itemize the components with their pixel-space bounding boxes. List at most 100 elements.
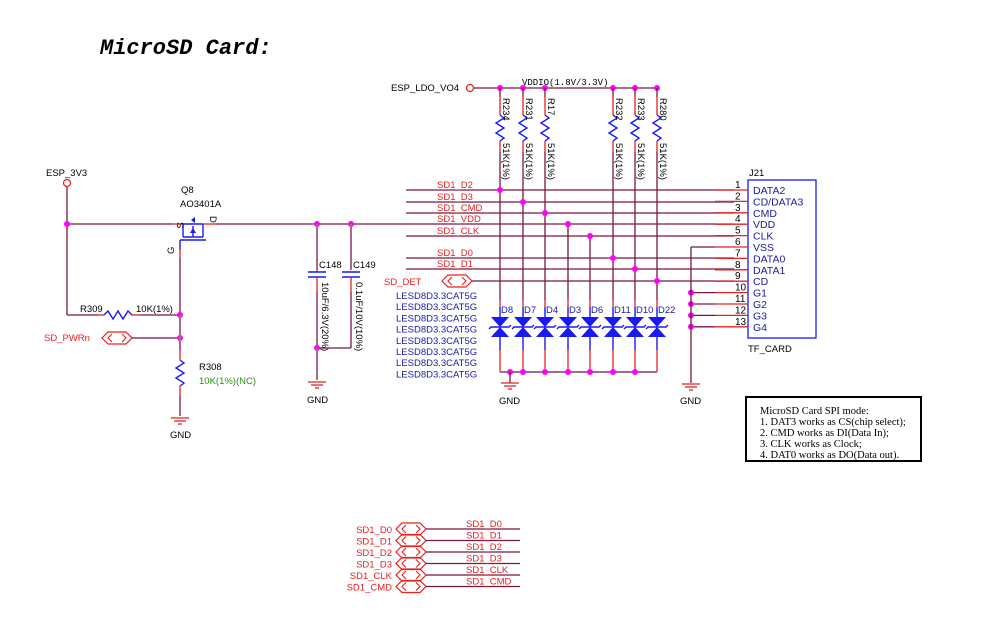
sd-pwrn-label: SD_PWRn xyxy=(44,333,90,344)
port-icon xyxy=(395,522,427,536)
gnd-label: GND xyxy=(499,396,520,407)
ground-icon xyxy=(681,383,701,391)
junction-dot xyxy=(542,210,548,216)
pin-number: 6 xyxy=(735,237,741,248)
net-label-sd1-vdd: SD1_VDD xyxy=(437,214,481,225)
power-port-icon xyxy=(465,83,475,93)
diode-part-label: LESD8D3.3CAT5G xyxy=(396,325,477,336)
pullup-value: 51K(1%) xyxy=(657,143,668,180)
pullup-section: ESP_LDO_VO4 VDDIO(1.8V/3.3V) xyxy=(391,78,657,94)
pullup-resistors: R23451K(1%)R23151K(1%)R1751K(1%)R23251K(… xyxy=(495,85,668,180)
junction-dot xyxy=(565,369,571,375)
pullup-ref: R233 xyxy=(635,98,646,121)
c149-ref: C149 xyxy=(353,260,376,271)
power-switch-section: ESP_3V3 Q8 AO3401A S D G xyxy=(44,168,256,441)
pin-name: VSS xyxy=(753,242,774,254)
pin-number: 8 xyxy=(735,260,741,271)
pullup-value: 51K(1%) xyxy=(635,143,646,180)
junction-dot xyxy=(587,233,593,239)
resistor-icon xyxy=(540,114,550,142)
note-line: MicroSD Card SPI mode: xyxy=(760,406,869,417)
net-label-sd1-d2: SD1_D2 xyxy=(437,180,473,191)
pullup-ref: R231 xyxy=(523,98,534,121)
port-map-left-label: SD1_D2 xyxy=(356,548,392,559)
tvs-diode-icon xyxy=(556,316,580,338)
diode-part-label: LESD8D3.3CAT5G xyxy=(396,302,477,313)
pin-name: G4 xyxy=(753,322,767,334)
diode-part-label: LESD8D3.3CAT5G xyxy=(396,358,477,369)
pullup-value: 51K(1%) xyxy=(613,143,624,180)
diode-part-label: LESD8D3.3CAT5G xyxy=(396,369,477,380)
junction-dot xyxy=(632,266,638,272)
gnd-label: GND xyxy=(680,396,701,407)
c148-ref: C148 xyxy=(319,260,342,271)
pullup-ref: R17 xyxy=(545,98,556,115)
resistor-icon xyxy=(103,309,133,321)
j21-ref: J21 xyxy=(749,168,764,179)
pin-number: 7 xyxy=(735,248,741,259)
tvs-diode-icon xyxy=(623,316,647,338)
vdd-line: C148 10uF/6.3V(20%) C149 0.1uF/10V(10%) … xyxy=(215,221,734,406)
junction-dot xyxy=(520,199,526,205)
resistor-icon xyxy=(175,359,185,387)
diode-part-label: LESD8D3.3CAT5G xyxy=(396,291,477,302)
q8-pin-d: D xyxy=(207,216,218,223)
port-map-left-label: SD1_D3 xyxy=(356,560,392,571)
pin-number: 13 xyxy=(735,317,747,328)
port-icon xyxy=(101,331,133,345)
port-icon xyxy=(395,579,427,594)
q8-pin-g: G xyxy=(166,247,177,254)
net-label-sd1-d0: SD1_D0 xyxy=(437,248,473,259)
gnd-label: GND xyxy=(170,430,191,441)
net-label-sd1-cmd: SD1_CMD xyxy=(437,203,483,214)
page-title: MicroSD Card: xyxy=(99,36,272,61)
q8-part: AO3401A xyxy=(180,199,222,210)
pullup-value: 51K(1%) xyxy=(500,143,511,180)
pin-name: DATA2 xyxy=(753,185,785,197)
pin-name: G3 xyxy=(753,310,767,322)
junction-dot xyxy=(565,221,571,227)
ground-icon xyxy=(307,381,327,389)
port-map-right-label: SD1_D0 xyxy=(466,519,502,530)
port-map-right-label: SD1_CLK xyxy=(466,565,509,576)
tvs-diode-icon xyxy=(488,316,512,338)
tvs-diode-icon xyxy=(601,316,625,338)
diode-part-list: LESD8D3.3CAT5GLESD8D3.3CAT5GLESD8D3.3CAT… xyxy=(396,291,477,380)
diode-part-label: LESD8D3.3CAT5G xyxy=(396,313,477,324)
junction-dot xyxy=(64,221,70,227)
mosfet-icon xyxy=(173,217,215,258)
port-map-left-label: SD1_CLK xyxy=(350,571,393,582)
pin-name: VDD xyxy=(753,219,776,231)
junction-dot xyxy=(610,369,616,375)
pin-number: 2 xyxy=(735,191,741,202)
ground-icon xyxy=(500,382,520,390)
net-label-sd1-d1: SD1_D1 xyxy=(437,259,473,270)
pullup-ref: R234 xyxy=(500,98,511,121)
r308-value: 10K(1%)(NC) xyxy=(199,376,256,387)
pin-number: 10 xyxy=(735,283,747,294)
pin-name: G1 xyxy=(753,288,767,300)
vddio-label: VDDIO(1.8V/3.3V) xyxy=(522,78,608,88)
pin-name: CMD xyxy=(753,208,777,220)
pullup-value: 51K(1%) xyxy=(545,143,556,180)
c148-value: 10uF/6.3V(20%) xyxy=(319,282,330,351)
port-map-left-label: SD1_D1 xyxy=(356,537,392,548)
esp-3v3-label: ESP_3V3 xyxy=(46,168,87,179)
pullup-ref: R280 xyxy=(657,98,668,121)
port-map: SD1_D0SD1_D1SD1_D2SD1_D3SD1_CLKSD1_CMDSD… xyxy=(347,519,520,594)
j21-name: TF_CARD xyxy=(748,344,792,355)
tvs-diode-icon xyxy=(511,316,535,338)
gnd-label: GND xyxy=(307,395,328,406)
junction-dot xyxy=(520,369,526,375)
pin-name: CD/DATA3 xyxy=(753,196,804,208)
diode-part-label: LESD8D3.3CAT5G xyxy=(396,336,477,347)
r308-ref: R308 xyxy=(199,362,222,373)
note-line: 1. DAT3 works as CS(chip select); xyxy=(760,417,906,428)
port-map-left-label: SD1_CMD xyxy=(347,583,393,594)
note-line: 4. DAT0 works as DO(Data out). xyxy=(760,450,899,461)
diode-ref: D7 xyxy=(524,305,536,316)
port-map-left-label: SD1_D0 xyxy=(356,525,392,536)
diode-ref: D3 xyxy=(569,305,581,316)
